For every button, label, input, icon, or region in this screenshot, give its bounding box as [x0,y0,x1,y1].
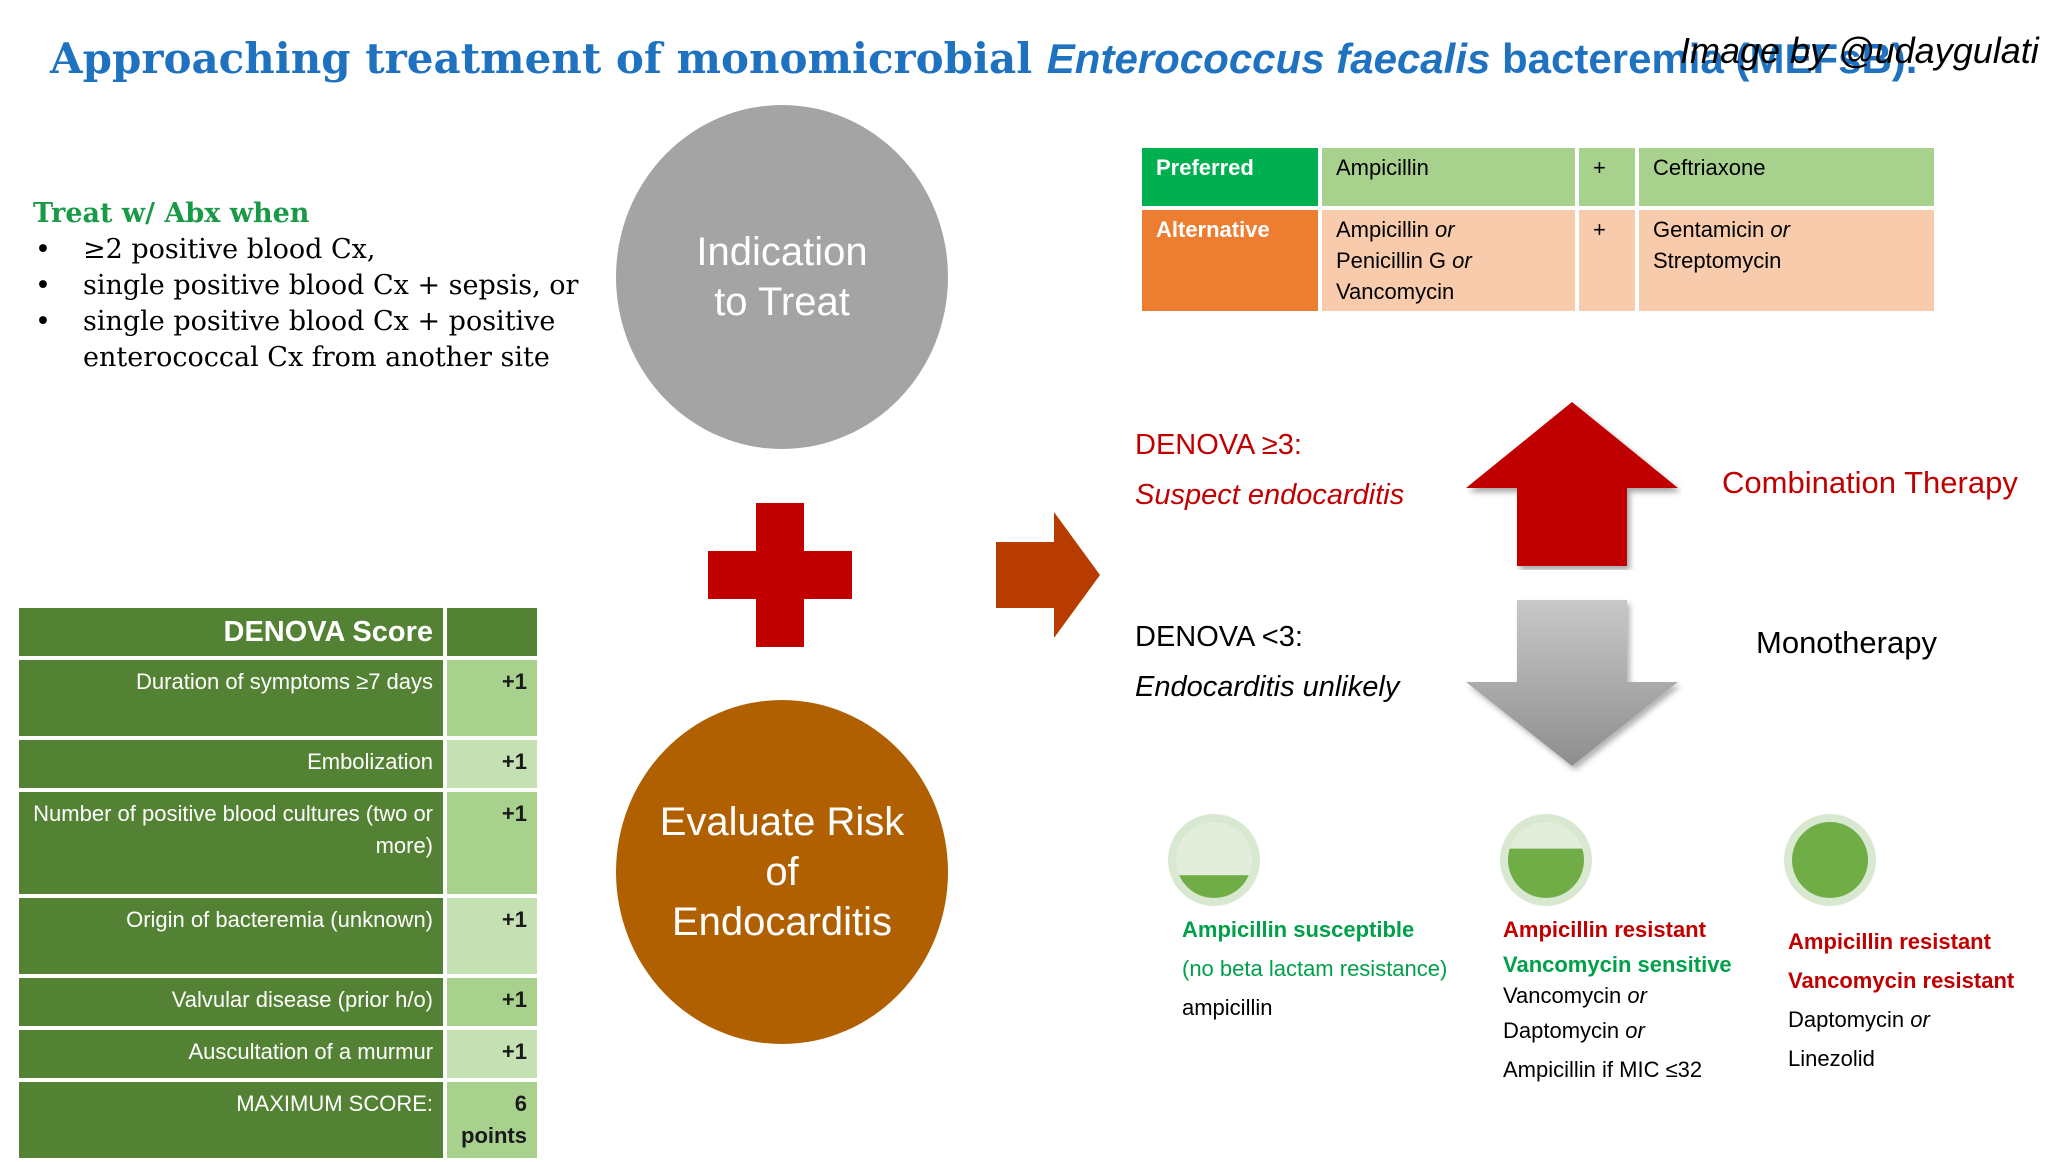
vancomycin-sensitive-block: Ampicillin resistant Vancomycin sensitiv… [1503,917,1732,1082]
fill-level [1176,875,1252,898]
evaluate-risk-circle: Evaluate Risk of Endocarditis [616,700,948,1044]
denova-low-label: DENOVA <3: Endocarditis unlikely [1135,621,1400,703]
monotherapy-label: Monotherapy [1756,625,1937,660]
list-item: •≥2 positive blood Cx, [33,232,603,268]
bullet-icon: • [35,306,51,337]
indication-circle: Indication to Treat [616,105,948,449]
treat-list: •≥2 positive blood Cx, •single positive … [33,232,603,376]
table-row: Origin of bacteremia (unknown) +1 [19,898,537,974]
treat-heading: Treat w/ Abx when [33,198,310,229]
plus-icon [708,503,852,647]
image-credit: Image by @udaygulati [1680,30,2039,71]
table-row: Embolization +1 [19,740,537,788]
alternative-label: Alternative [1142,210,1318,311]
susceptibility-level-icon [1168,814,1260,906]
table-row: Valvular disease (prior h/o) +1 [19,978,537,1026]
table-row: Duration of symptoms ≥7 days +1 [19,660,537,736]
ampicillin-susceptible-block: Ampicillin susceptible (no beta lactam r… [1182,917,1448,1020]
susceptibility-level-icon [1784,814,1876,906]
table-row: MAXIMUM SCORE: 6 points [19,1082,537,1158]
right-arrow-icon [996,512,1100,638]
list-item: •single positive blood Cx + sepsis, or [33,268,603,304]
vancomycin-resistant-block: Ampicillin resistant Vancomycin resistan… [1788,929,2015,1071]
treat-criteria: Treat w/ Abx when •≥2 positive blood Cx,… [33,196,603,376]
table-row: Alternative Ampicillin or Penicillin G o… [1142,210,1934,311]
regimen-table: Preferred Ampicillin + Ceftriaxone Alter… [1138,144,1938,315]
denova-score-table: DENOVA Score Duration of symptoms ≥7 day… [19,604,537,1162]
table-row: Auscultation of a murmur +1 [19,1030,537,1078]
table-row: Number of positive blood cultures (two o… [19,792,537,894]
bullet-icon: • [35,234,51,265]
preferred-label: Preferred [1142,148,1318,206]
bullet-icon: • [35,270,51,301]
page-title: Approaching treatment of monomicrobial E… [50,34,1918,83]
up-arrow-icon [1466,402,1678,566]
table-header: DENOVA Score [19,608,448,656]
combination-therapy-label: Combination Therapy [1722,465,2018,500]
list-item: •single positive blood Cx + positive ent… [35,306,556,373]
table-row: Preferred Ampicillin + Ceftriaxone [1142,148,1934,206]
table-header-row: DENOVA Score [19,608,537,656]
susceptibility-level-icon [1500,814,1592,906]
denova-high-label: DENOVA ≥3: Suspect endocarditis [1135,429,1405,511]
down-arrow-icon [1466,600,1678,766]
